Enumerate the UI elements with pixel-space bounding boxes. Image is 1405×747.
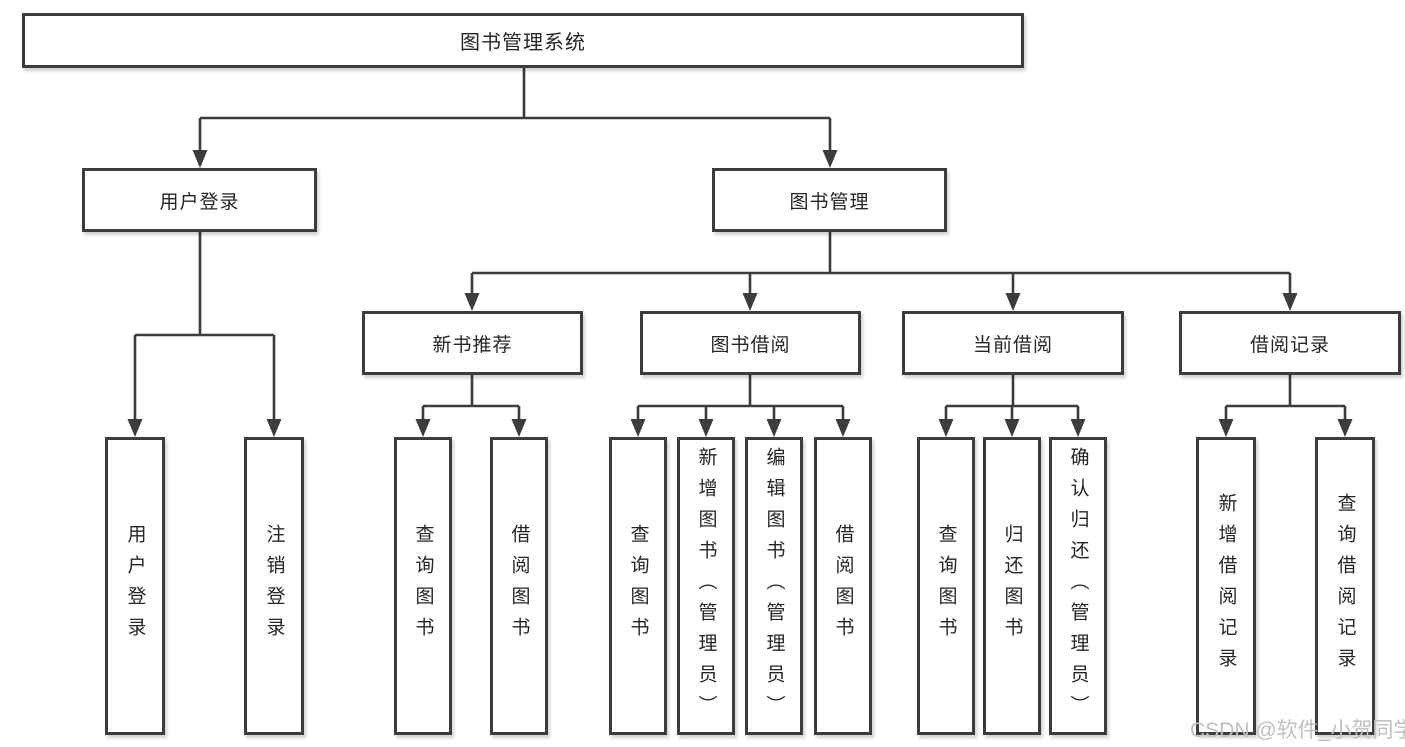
leaf-borrowing-edit-books-admin: 编辑图书（管理员） xyxy=(745,437,803,735)
connector-records-to-leaves xyxy=(1218,375,1353,437)
leaf-records-add-borrow-record: 新增借阅记录 xyxy=(1196,437,1256,735)
node-book-borrowing: 图书借阅 xyxy=(640,311,861,375)
connector-login-to-leaves xyxy=(127,232,282,437)
connector-newbook-to-leaves xyxy=(415,375,527,437)
node-book-management: 图书管理 xyxy=(712,168,947,232)
node-label: 借阅记录 xyxy=(1249,334,1330,356)
node-label: 当前借阅 xyxy=(972,334,1053,356)
connector-root-to-level2 xyxy=(192,68,838,168)
node-user-login: 用户登录 xyxy=(82,168,317,232)
node-label: 图书借阅 xyxy=(710,334,791,356)
leaf-label: 确认归还（管理员） xyxy=(1067,446,1089,726)
leaf-current-confirm-return-admin: 确认归还（管理员） xyxy=(1049,437,1107,735)
leaf-borrowing-query-books: 查询图书 xyxy=(609,437,667,735)
leaf-newbook-borrow-books: 借阅图书 xyxy=(490,437,548,735)
leaf-label: 借阅图书 xyxy=(832,524,854,648)
node-label: 图书管理系统 xyxy=(460,32,586,54)
csdn-watermark: CSDN @软件_小贺同学 xyxy=(1190,719,1405,742)
leaf-label: 新增图书（管理员） xyxy=(695,446,717,726)
leaf-label: 查询图书 xyxy=(627,524,649,648)
leaf-user-login: 用户登录 xyxy=(105,437,165,735)
leaf-current-return-books: 归还图书 xyxy=(983,437,1041,735)
node-root-library-management-system: 图书管理系统 xyxy=(22,13,1024,68)
leaf-records-query-borrow-record: 查询借阅记录 xyxy=(1315,437,1375,735)
leaf-label: 归还图书 xyxy=(1001,524,1023,648)
leaf-label: 新增借阅记录 xyxy=(1215,493,1237,679)
leaf-label: 编辑图书（管理员） xyxy=(763,446,785,726)
leaf-borrowing-add-books-admin: 新增图书（管理员） xyxy=(677,437,735,735)
leaf-current-query-books: 查询图书 xyxy=(917,437,975,735)
node-new-book-recommend: 新书推荐 xyxy=(362,311,583,375)
node-current-borrowing: 当前借阅 xyxy=(902,311,1124,375)
leaf-newbook-query-books: 查询图书 xyxy=(394,437,452,735)
connector-borrowing-to-leaves xyxy=(630,375,851,437)
leaf-logout: 注销登录 xyxy=(244,437,304,735)
leaf-label: 查询图书 xyxy=(412,524,434,648)
leaf-label: 用户登录 xyxy=(124,524,146,648)
leaf-label: 注销登录 xyxy=(263,524,285,648)
node-label: 新书推荐 xyxy=(432,334,513,356)
leaf-label: 查询借阅记录 xyxy=(1334,493,1356,679)
node-label: 图书管理 xyxy=(789,191,870,213)
leaf-borrowing-borrow-books: 借阅图书 xyxy=(814,437,872,735)
node-borrowing-records: 借阅记录 xyxy=(1179,311,1401,375)
node-label: 用户登录 xyxy=(159,191,240,213)
connector-bookmgmt-to-level3 xyxy=(464,232,1298,311)
leaf-label: 查询图书 xyxy=(935,524,957,648)
connector-current-to-leaves xyxy=(938,375,1086,437)
leaf-label: 借阅图书 xyxy=(508,524,530,648)
